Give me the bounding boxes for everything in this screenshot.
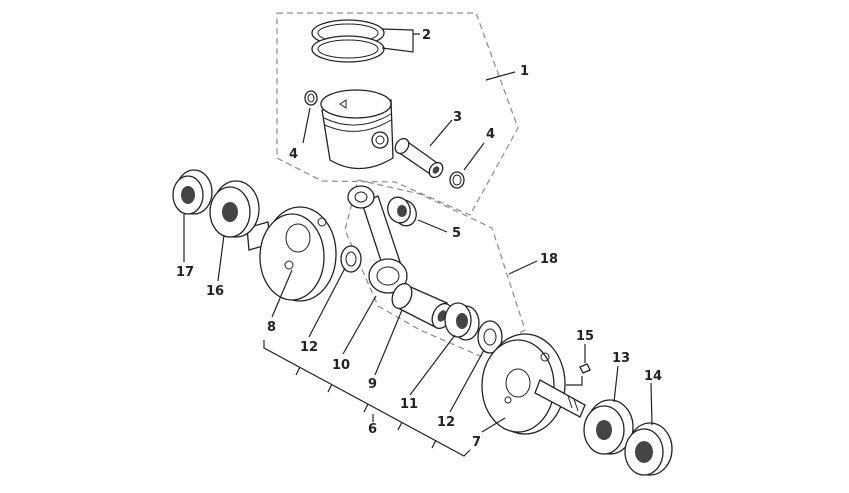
main-bearing-right (583, 399, 634, 455)
woodruff-key (579, 363, 591, 374)
circlip-right (449, 171, 465, 189)
callout-17: 17 (176, 265, 194, 280)
connecting-rod (347, 185, 408, 294)
main-bearing-left (209, 180, 260, 238)
oil-seal-left (172, 169, 213, 215)
oil-seal-right (624, 422, 673, 476)
callout-16: 16 (206, 284, 224, 299)
callout-15: 15 (576, 329, 594, 344)
leader-lines (183, 28, 653, 457)
left-crankshaft-half (246, 206, 337, 302)
callout-13: 13 (612, 351, 630, 366)
callout-7: 7 (472, 435, 481, 450)
small-end-bearing (387, 196, 417, 227)
callout-6: 6 (368, 422, 377, 437)
callout-14: 14 (644, 369, 662, 384)
piston (320, 89, 394, 170)
callout-10: 10 (332, 358, 350, 373)
big-end-bearing (444, 302, 480, 341)
thrust-washer-left (340, 245, 362, 273)
thrust-washer-right (477, 320, 503, 354)
callout-labels: 1 2 3 4 4 5 6 7 8 9 10 11 12 12 13 14 15… (176, 28, 662, 450)
callout-12b: 12 (437, 415, 455, 430)
callout-3: 3 (453, 110, 462, 125)
callout-2: 2 (422, 28, 431, 43)
circlip-left (304, 90, 318, 106)
callout-8: 8 (267, 320, 276, 335)
callout-4b: 4 (486, 127, 495, 142)
piston-rings (311, 19, 385, 63)
callout-12a: 12 (300, 340, 318, 355)
callout-1: 1 (520, 64, 529, 79)
right-crankshaft-half (481, 333, 586, 435)
piston-pin (394, 137, 444, 179)
callout-9: 9 (368, 377, 377, 392)
piston-kit-group-outline (276, 12, 519, 216)
callout-4a: 4 (289, 147, 298, 162)
callout-5: 5 (452, 226, 461, 241)
callout-11: 11 (400, 397, 418, 412)
callout-18: 18 (540, 252, 558, 267)
